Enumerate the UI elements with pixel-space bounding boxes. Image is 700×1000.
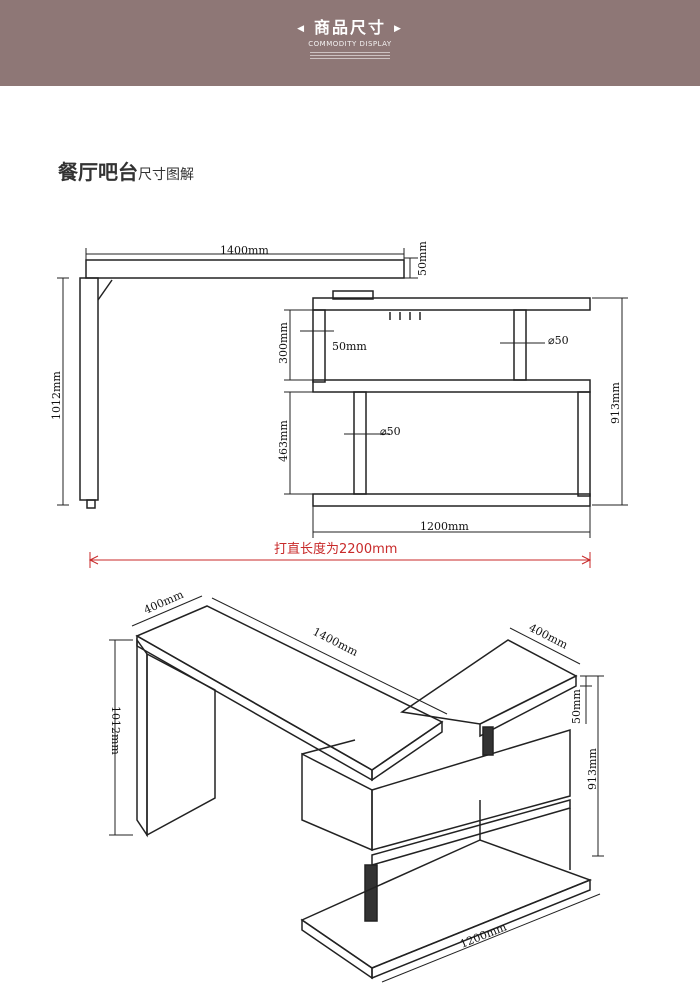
header-title: ◀ 商品尺寸 ▶ (0, 14, 700, 38)
straight-length-line (88, 552, 592, 568)
straight-length-label: 打直长度为2200mm (274, 541, 397, 557)
iso-thickness: 50mm (570, 689, 583, 724)
front-view-shelf-unit (312, 297, 591, 507)
left-arrow-icon: ◀ (297, 23, 306, 34)
dim-total-height: 1012mm (50, 371, 63, 420)
dim-top-thickness: 50mm (416, 241, 429, 276)
front-view-dimension-lines (57, 248, 418, 506)
dim-base-width: 1200mm (420, 520, 469, 533)
header-decoration (310, 52, 390, 59)
dim-pole-diameter-upper: ⌀50 (548, 334, 569, 347)
header-title-text: 商品尺寸 (313, 18, 386, 37)
header-subtitle: COMMODITY DISPLAY (308, 40, 392, 48)
isometric-view (135, 605, 593, 980)
iso-base-length: 1200mm (458, 920, 509, 951)
dim-top-width: 1400mm (220, 244, 269, 257)
header-content: ◀ 商品尺寸 ▶ COMMODITY DISPLAY (0, 14, 700, 61)
section-title: 餐厅吧台尺寸图解 (58, 156, 194, 185)
isometric-dimension-lines (109, 595, 604, 983)
front-view-left-table (79, 259, 405, 509)
section-title-text: 餐厅吧台 (58, 160, 138, 184)
dim-pole-diameter-lower: ⌀50 (380, 425, 401, 438)
dim-right-height: 913mm (609, 382, 622, 424)
header-banner: ◀ 商品尺寸 ▶ COMMODITY DISPLAY (0, 0, 700, 86)
shelf-dimension-lines (284, 297, 628, 538)
section-subtitle: 尺寸图解 (138, 167, 194, 183)
iso-left-height: 1012mm (109, 706, 122, 755)
iso-right-height: 913mm (586, 748, 599, 790)
dim-shelf-height-upper: 300mm (277, 322, 290, 364)
dim-shelf-height-lower: 463mm (277, 420, 290, 462)
right-arrow-icon: ▶ (394, 23, 403, 34)
dim-upright-width: 50mm (332, 340, 367, 353)
iso-top-length: 1400mm (311, 625, 361, 659)
